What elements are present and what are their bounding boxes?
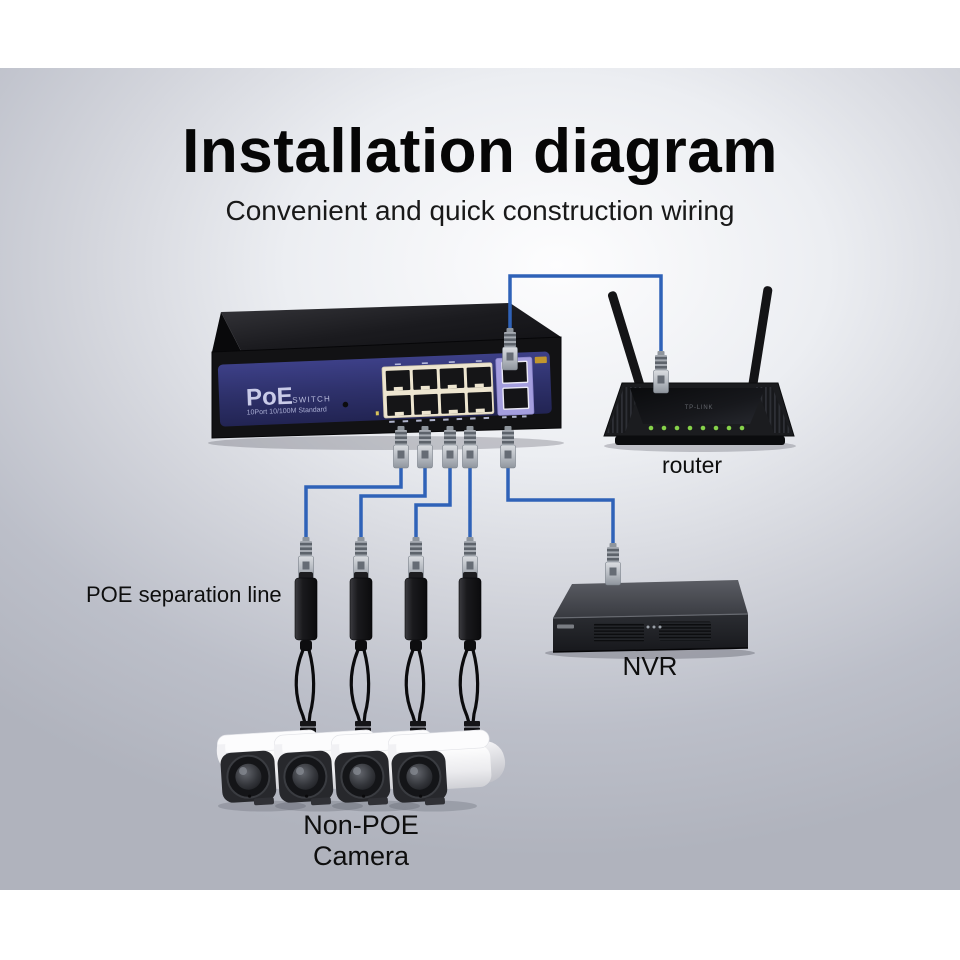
router-led bbox=[687, 425, 693, 431]
router-brand-text: TP-LINK bbox=[685, 405, 714, 411]
switch-spec-text: 10Port 10/100M Standard bbox=[247, 406, 327, 416]
rj45-connector-port bbox=[417, 425, 433, 469]
rj45-connector-router bbox=[653, 350, 669, 394]
rj45-connector-port bbox=[462, 425, 478, 469]
rj45-port bbox=[502, 386, 530, 410]
router-base bbox=[615, 436, 785, 445]
cable-switch-to-splitter-1 bbox=[304, 462, 403, 549]
poe-switch: PoE SWITCH 10Port 10/100M Standard bbox=[208, 303, 564, 450]
rj45-port bbox=[439, 367, 465, 389]
rj45-port bbox=[385, 370, 411, 391]
poe-splitter bbox=[405, 537, 427, 741]
router-antenna-left bbox=[607, 291, 646, 394]
router-led bbox=[674, 425, 680, 431]
nvr-leds bbox=[646, 625, 662, 629]
switch-led bbox=[375, 411, 379, 416]
rj45-port bbox=[440, 392, 466, 414]
port-notch bbox=[448, 409, 458, 414]
port-notch bbox=[393, 386, 403, 391]
poe-splitter bbox=[459, 537, 481, 741]
router-vent-right bbox=[756, 387, 791, 433]
router-led bbox=[648, 425, 654, 431]
router: TP-LINK bbox=[603, 286, 796, 452]
port-notch bbox=[475, 408, 485, 413]
switch-poe-ports bbox=[385, 366, 493, 416]
nvr-grille-left bbox=[594, 623, 644, 642]
rj45-connector-port bbox=[393, 425, 409, 469]
router-vent-left bbox=[607, 387, 641, 433]
nvr-bottom-edge bbox=[552, 647, 749, 653]
nvr bbox=[545, 580, 755, 659]
nvr-front-face bbox=[553, 614, 748, 652]
page-title: Installation diagram bbox=[182, 117, 778, 186]
cable-switch-to-nvr bbox=[506, 462, 615, 552]
switch-reset-button bbox=[342, 401, 349, 408]
nvr-edge-highlight bbox=[552, 613, 749, 619]
port-notch bbox=[447, 384, 457, 389]
switch-brand-text: PoE bbox=[246, 383, 294, 412]
switch-front-panel: PoE SWITCH 10Port 10/100M Standard bbox=[217, 351, 552, 427]
port-notch bbox=[474, 383, 484, 388]
router-led bbox=[739, 425, 745, 431]
router-led bbox=[726, 425, 732, 431]
cable-switch-to-router bbox=[508, 274, 663, 358]
nvr-label: NVR bbox=[622, 651, 678, 681]
nvr-grille-right bbox=[659, 621, 711, 641]
cable-switch-to-splitter-3 bbox=[414, 462, 452, 549]
nvr-logo bbox=[557, 624, 574, 629]
router-led bbox=[661, 425, 667, 431]
rj45-port bbox=[466, 366, 492, 388]
switch-sticker bbox=[534, 356, 547, 364]
rj45-port bbox=[413, 393, 439, 415]
port-notch bbox=[421, 410, 431, 415]
cable-switch-to-splitter-2 bbox=[359, 462, 427, 549]
switch-type-text: SWITCH bbox=[292, 394, 331, 405]
ethernet-cables bbox=[304, 274, 663, 552]
page-subtitle: Convenient and quick construction wiring bbox=[225, 195, 735, 226]
port-notch bbox=[394, 411, 404, 416]
rj45-port bbox=[386, 395, 412, 416]
port-notch bbox=[420, 385, 430, 390]
router-label: router bbox=[661, 452, 723, 478]
rj45-connector-port bbox=[500, 425, 516, 469]
rj45-connector-nvr bbox=[605, 542, 621, 586]
router-antenna-right bbox=[747, 286, 773, 392]
router-gloss-top bbox=[630, 388, 765, 424]
poe-separation-line-label: POE separation line bbox=[86, 582, 282, 607]
router-led bbox=[700, 425, 706, 431]
router-led bbox=[713, 425, 719, 431]
poe-splitter bbox=[295, 537, 317, 741]
rj45-connector-port bbox=[442, 425, 458, 469]
camera-4 bbox=[385, 728, 495, 813]
port-markings bbox=[389, 360, 527, 423]
non-poe-camera-label: Non-POE Camera bbox=[303, 810, 419, 871]
nvr-top-face bbox=[553, 580, 748, 618]
rj45-connector-switch-uplink bbox=[502, 327, 518, 371]
rj45-port bbox=[467, 391, 493, 413]
rj45-port bbox=[412, 368, 438, 390]
router-led-row bbox=[648, 425, 745, 431]
poe-splitter bbox=[350, 537, 372, 741]
switch-left-side bbox=[212, 312, 242, 353]
